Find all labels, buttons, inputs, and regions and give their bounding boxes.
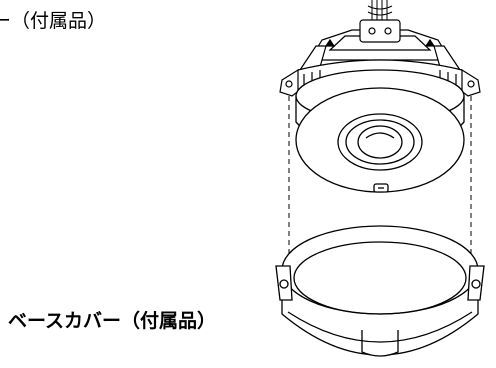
cable-bundle (368, 0, 392, 22)
camera-body (296, 70, 464, 192)
base-cover-label: ベースカバー（付属品） (8, 310, 217, 332)
accessory-label-top: ー（付属品） (0, 10, 107, 32)
base-cover (276, 226, 484, 356)
alignment-lines (289, 96, 471, 268)
